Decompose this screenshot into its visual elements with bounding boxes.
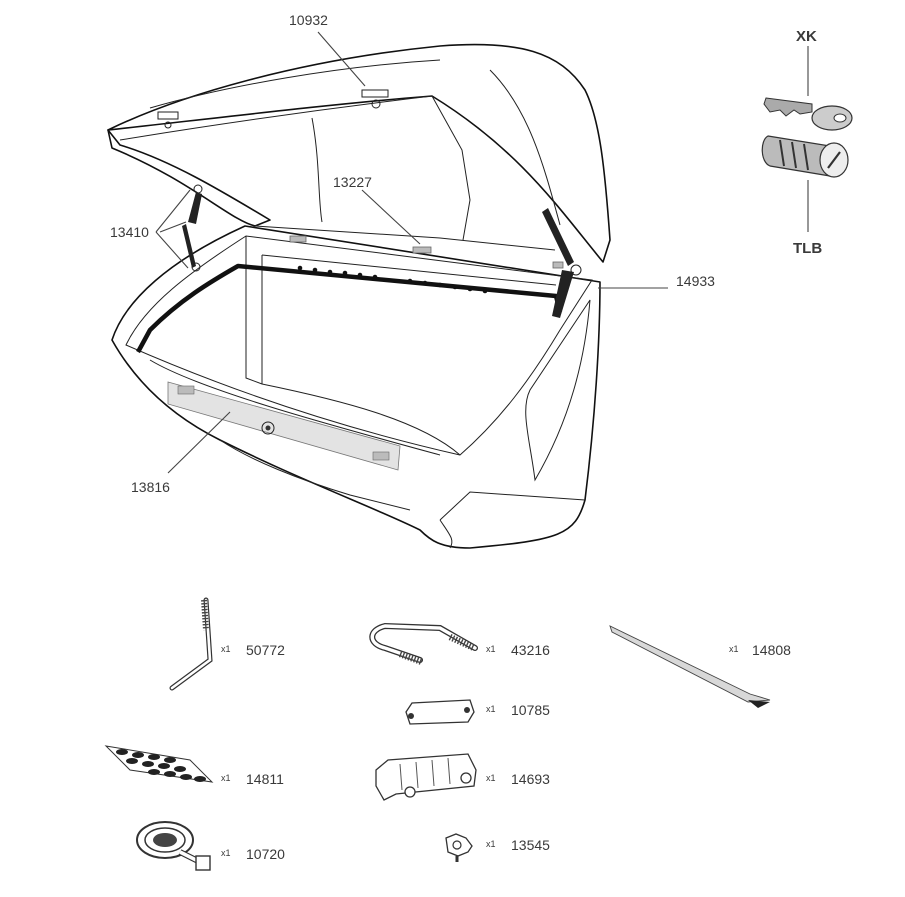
part-50772-qty: x1 [221, 644, 231, 654]
part-10785-code: 10785 [511, 702, 550, 718]
part-50772-j-bolt-icon [169, 597, 213, 691]
part-10785-clamp-plate-icon [405, 699, 475, 725]
part-13545-knob-icon [445, 833, 473, 862]
part-10785-qty: x1 [486, 704, 496, 714]
part-43216-code: 43216 [511, 642, 550, 658]
part-43216-qty: x1 [486, 644, 496, 654]
key-label-tlb: TLB [793, 240, 822, 257]
callout-14933: 14933 [676, 273, 715, 289]
part-14811-code: 14811 [246, 771, 284, 787]
callout-13816: 13816 [131, 479, 170, 495]
callout-13227: 13227 [333, 174, 372, 190]
part-10720-strap-icon [136, 821, 211, 871]
part-43216-u-bolt-icon [369, 622, 478, 666]
part-14811-qty: x1 [221, 773, 231, 783]
part-14808-strip-icon [609, 625, 771, 708]
part-14808-qty: x1 [729, 644, 739, 654]
key-label-xk: XK [796, 28, 817, 45]
callout-leaders [155, 31, 668, 474]
key-xk-icon [763, 97, 853, 131]
part-14693-code: 14693 [511, 771, 550, 787]
part-50772-code: 50772 [246, 642, 285, 658]
part-14693-bracket-icon [375, 753, 477, 801]
part-10720-qty: x1 [221, 848, 231, 858]
part-14811-pad-sheet-icon [104, 745, 214, 783]
lock-cylinder-tlb-icon [761, 135, 849, 178]
callout-10932: 10932 [289, 12, 328, 28]
part-13545-qty: x1 [486, 839, 496, 849]
part-10720-code: 10720 [246, 846, 285, 862]
part-14808-code: 14808 [752, 642, 791, 658]
part-13545-code: 13545 [511, 837, 550, 853]
part-14693-qty: x1 [486, 773, 496, 783]
callout-13410: 13410 [110, 224, 149, 240]
roof-box-illustration [107, 43, 611, 549]
